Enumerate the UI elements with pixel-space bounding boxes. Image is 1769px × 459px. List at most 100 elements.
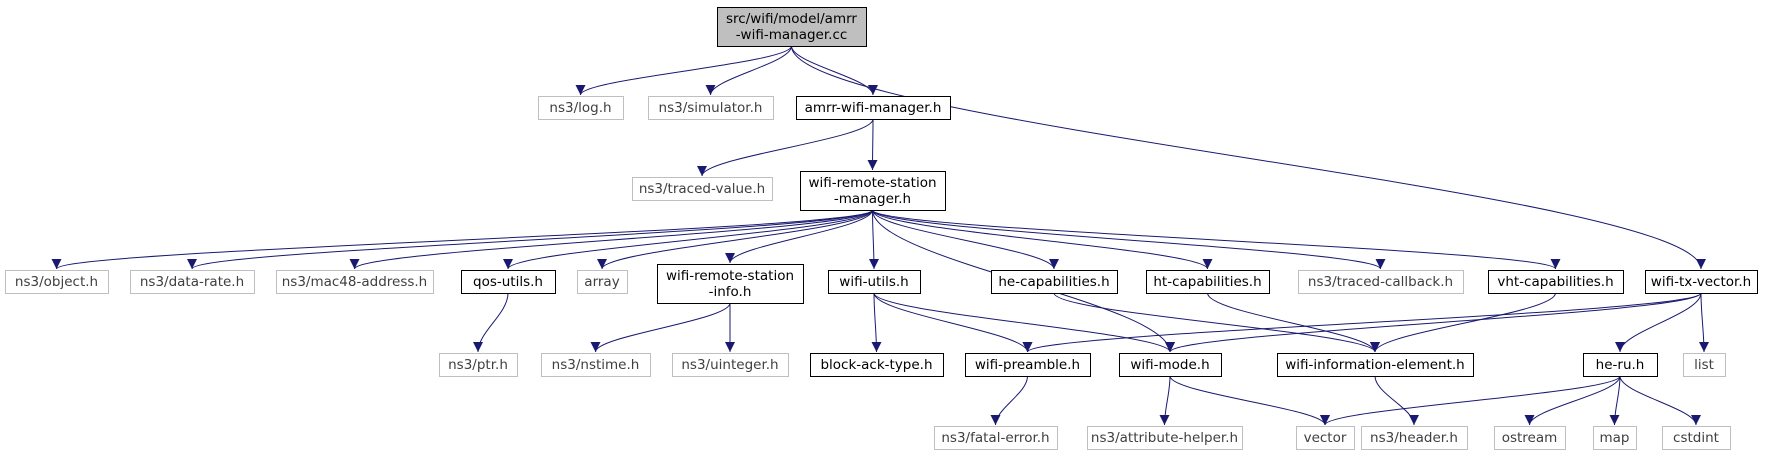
node-label: cstdint <box>1673 430 1719 446</box>
node-label: src/wifi/model/amrr <box>726 11 857 27</box>
node-label: he-ru.h <box>1596 357 1645 373</box>
node-ht-cap[interactable]: ht-capabilities.h <box>1146 270 1270 294</box>
node-box <box>810 353 944 377</box>
node-object: ns3/object.h <box>5 270 109 294</box>
node-box <box>1087 426 1243 450</box>
edge-wrsm-to-qos-utils <box>503 209 873 270</box>
node-box <box>828 270 921 294</box>
node-label: -manager.h <box>834 191 911 207</box>
node-vht-cap[interactable]: vht-capabilities.h <box>1488 270 1624 294</box>
node-txvector[interactable]: wifi-tx-vector.h <box>1645 270 1758 294</box>
node-box <box>657 264 804 304</box>
edge-wrsm-to-object <box>51 209 873 270</box>
node-label: list <box>1694 357 1714 373</box>
node-box <box>461 270 556 294</box>
node-ptr: ns3/ptr.h <box>439 353 518 377</box>
node-box <box>1361 426 1468 450</box>
node-amrr[interactable]: amrr-wifi-manager.h <box>796 96 951 120</box>
node-label: map <box>1600 430 1630 446</box>
node-box <box>1662 426 1731 450</box>
node-label: ns3/traced-value.h <box>639 181 765 197</box>
edge-txvector-to-he-ru <box>1615 292 1702 353</box>
node-map: map <box>1593 426 1637 450</box>
node-box <box>1298 270 1464 294</box>
node-cstdint: cstdint <box>1662 426 1731 450</box>
node-label: wifi-utils.h <box>839 274 908 290</box>
node-array: array <box>577 270 628 294</box>
node-preamble[interactable]: wifi-preamble.h <box>965 353 1091 377</box>
node-label: block-ack-type.h <box>820 357 932 373</box>
node-label: wifi-remote-station <box>808 175 936 191</box>
edge-he-ru-to-map <box>1609 375 1621 426</box>
node-wrsi[interactable]: wifi-remote-station-info.h <box>657 264 804 304</box>
node-wie[interactable]: wifi-information-element.h <box>1277 353 1474 377</box>
node-mac48: ns3/mac48-address.h <box>276 270 434 294</box>
node-box <box>276 270 434 294</box>
edge-wie-to-header <box>1374 375 1419 426</box>
edge-root-to-ns3-log <box>575 45 792 96</box>
node-label: array <box>584 274 619 290</box>
edge-he-ru-to-vector <box>1320 375 1621 426</box>
node-wifi-utils[interactable]: wifi-utils.h <box>828 270 921 294</box>
node-fatal-error: ns3/fatal-error.h <box>934 426 1058 450</box>
edge-wrsm-to-traced-callback <box>872 209 1386 270</box>
edge-wrsi-to-nstime <box>590 302 731 353</box>
node-label: ns3/ptr.h <box>448 357 508 373</box>
node-label: -wifi-manager.cc <box>736 27 848 43</box>
node-box <box>632 177 773 201</box>
node-label: ns3/object.h <box>15 274 98 290</box>
node-label: ns3/header.h <box>1370 430 1458 446</box>
edge-wrsm-to-array <box>597 209 873 270</box>
node-box <box>672 353 789 377</box>
node-label: vht-capabilities.h <box>1497 274 1613 290</box>
edge-wifi-utils-to-block-ack <box>871 292 882 353</box>
node-box <box>991 270 1118 294</box>
node-box <box>541 353 651 377</box>
node-ostream: ostream <box>1494 426 1566 450</box>
node-traced-value: ns3/traced-value.h <box>632 177 773 201</box>
node-box <box>1119 353 1222 377</box>
node-box <box>1494 426 1566 450</box>
edge-wrsm-to-data-rate <box>187 209 873 270</box>
node-box <box>439 353 518 377</box>
node-wifi-mode[interactable]: wifi-mode.h <box>1119 353 1222 377</box>
node-uinteger: ns3/uinteger.h <box>672 353 789 377</box>
node-list: list <box>1683 353 1726 377</box>
node-label: -info.h <box>709 284 752 300</box>
edge-wifi-mode-to-attribute-helper <box>1159 375 1171 426</box>
node-box <box>800 171 946 211</box>
node-label: ns3/fatal-error.h <box>941 430 1049 446</box>
edge-txvector-to-list <box>1698 292 1709 353</box>
node-box <box>577 270 628 294</box>
node-qos-utils[interactable]: qos-utils.h <box>461 270 556 294</box>
node-wrsm[interactable]: wifi-remote-station-manager.h <box>800 171 946 211</box>
edge-root-to-ns3-simulator <box>705 45 792 96</box>
edge-txvector-to-preamble <box>1022 292 1702 353</box>
edge-he-ru-to-cstdint <box>1619 375 1701 426</box>
node-box <box>796 96 951 120</box>
node-he-cap[interactable]: he-capabilities.h <box>991 270 1118 294</box>
edge-ht-cap-to-wie <box>1207 292 1380 353</box>
node-he-ru[interactable]: he-ru.h <box>1583 353 1658 377</box>
node-vector: vector <box>1296 426 1355 450</box>
node-label: wifi-mode.h <box>1130 357 1209 373</box>
node-box <box>717 7 867 47</box>
node-label: wifi-remote-station <box>666 268 794 284</box>
edge-wrsm-to-mac48 <box>349 209 873 270</box>
node-label: qos-utils.h <box>473 274 543 290</box>
edge-root-to-txvector <box>791 45 1706 270</box>
edge-wrsm-to-ht-cap <box>872 209 1213 270</box>
edge-vht-cap-to-wie <box>1370 292 1556 353</box>
edge-he-cap-to-wie <box>1053 292 1380 353</box>
node-block-ack[interactable]: block-ack-type.h <box>810 353 944 377</box>
node-root[interactable]: src/wifi/model/amrr-wifi-manager.cc <box>717 7 867 47</box>
node-label: ns3/uinteger.h <box>681 357 778 373</box>
edge-preamble-to-fatal-error <box>990 375 1028 426</box>
node-label: he-capabilities.h <box>998 274 1109 290</box>
edge-wrsm-to-he-cap <box>872 209 1059 270</box>
node-label: ns3/nstime.h <box>552 357 640 373</box>
node-box <box>1296 426 1355 450</box>
node-label: ostream <box>1502 430 1558 446</box>
edge-wrsm-to-vht-cap <box>872 209 1561 270</box>
node-box <box>1593 426 1637 450</box>
